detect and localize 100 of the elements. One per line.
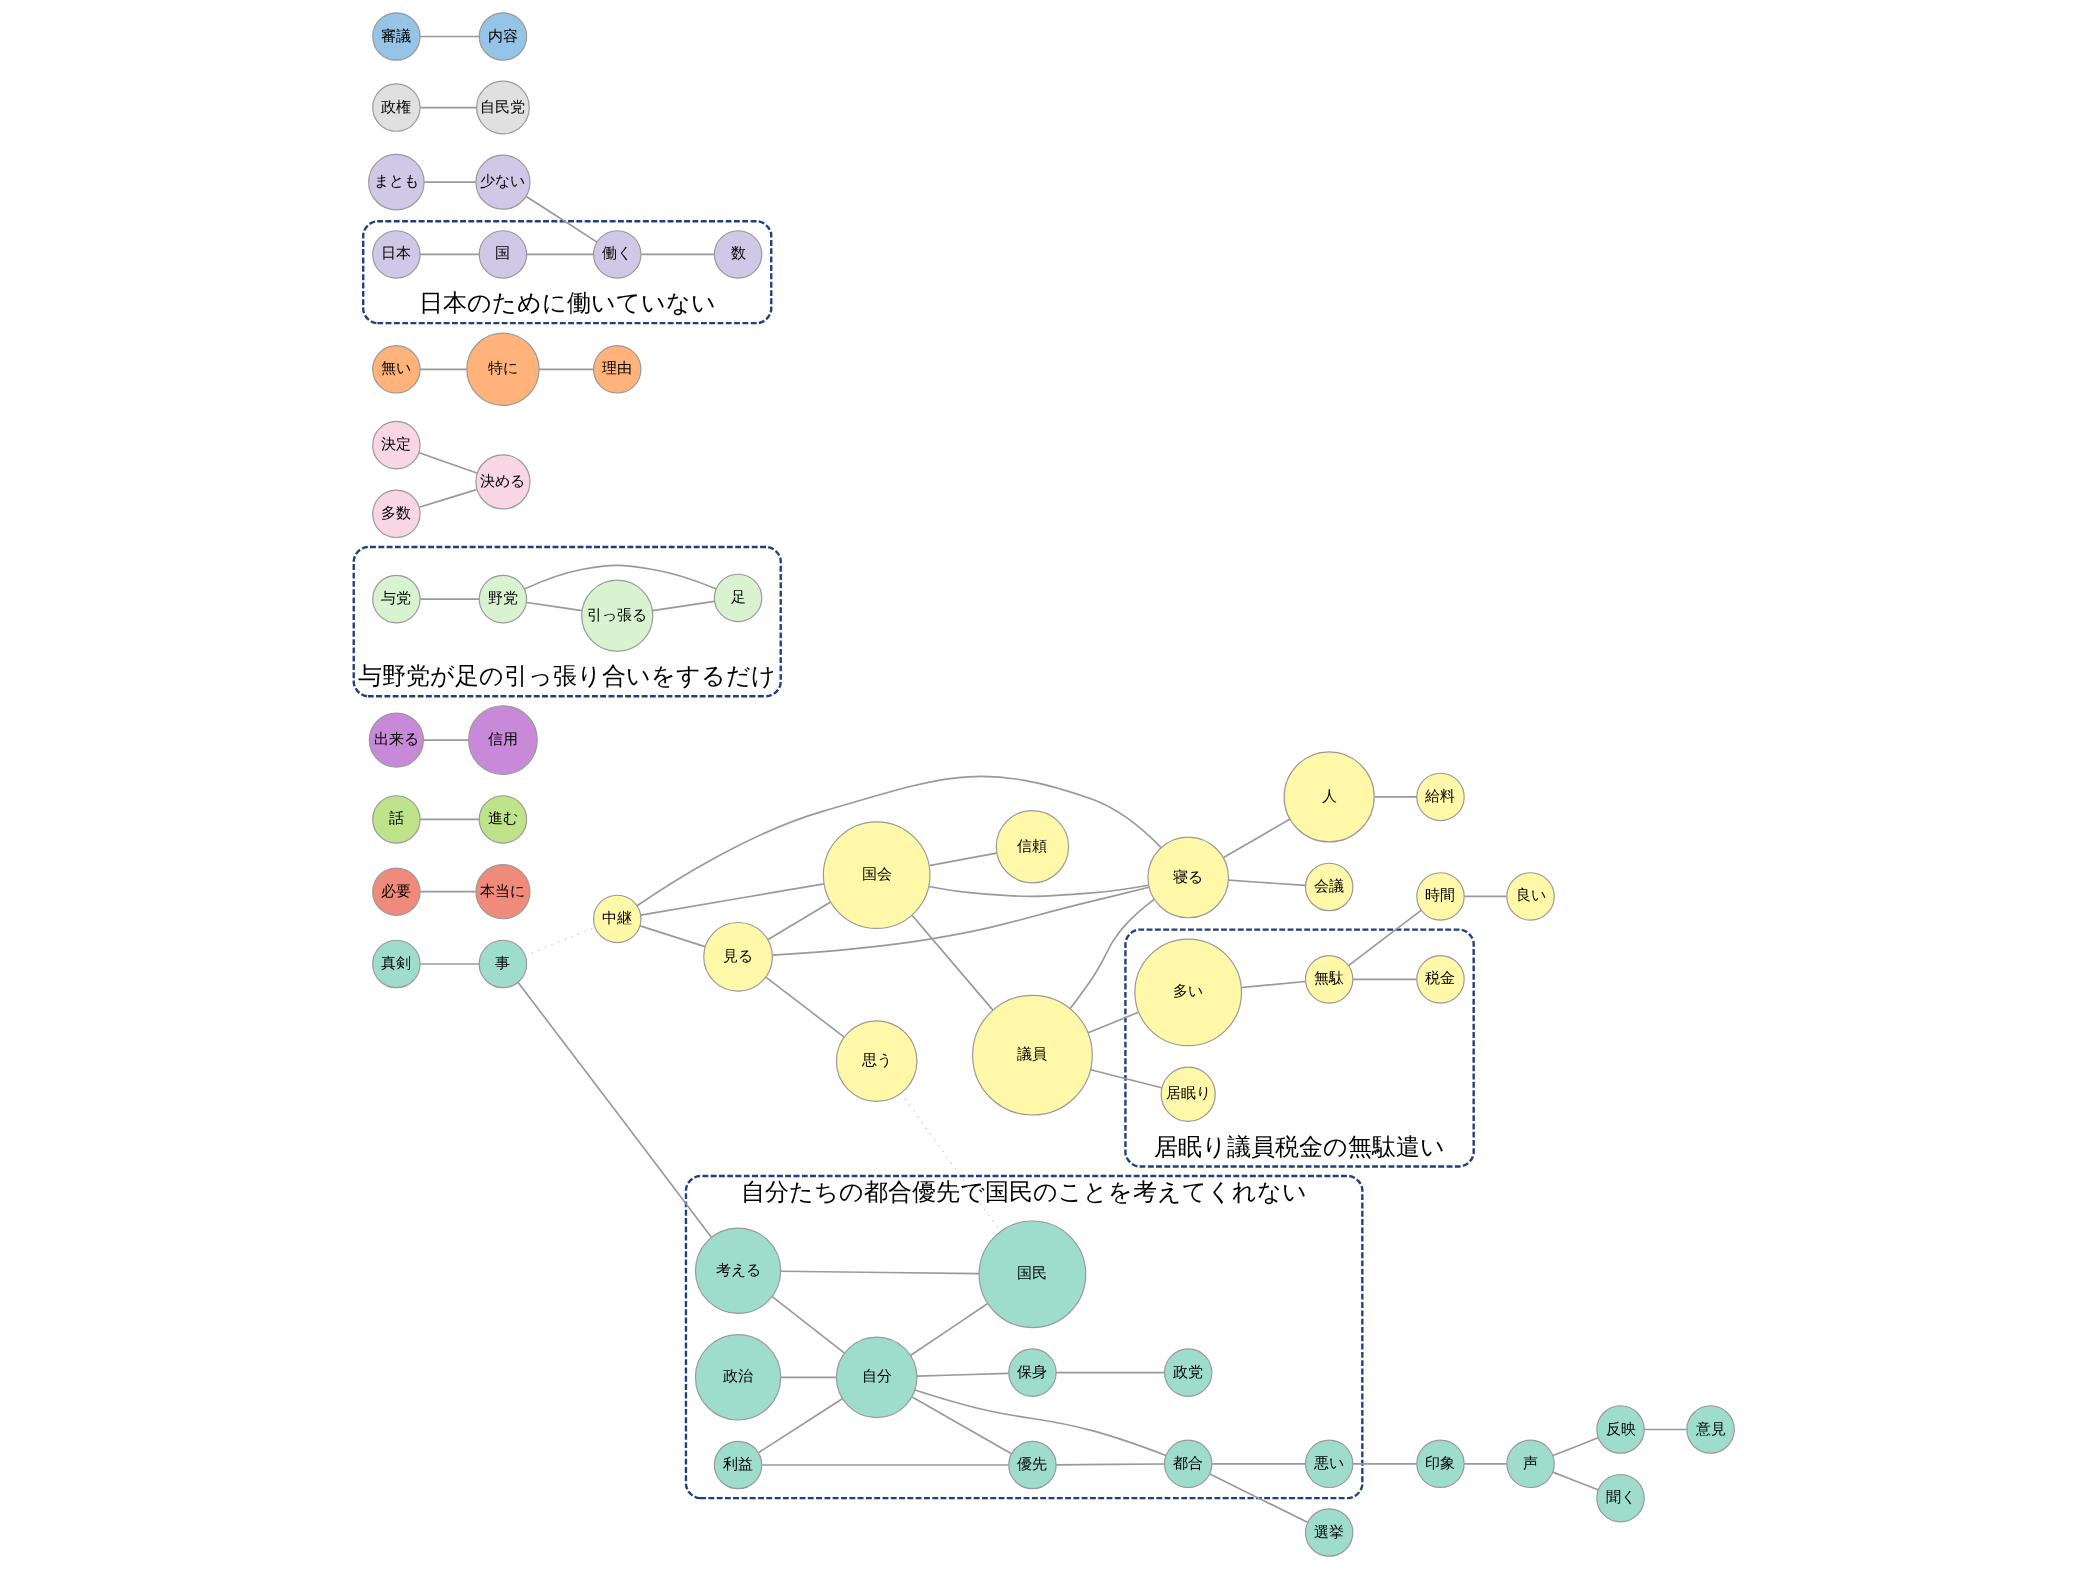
connector	[651, 600, 715, 612]
node-circle: 悪い	[1304, 1439, 1353, 1489]
connector	[1054, 1371, 1165, 1374]
node-circle: 給料	[1415, 772, 1465, 822]
connector	[1068, 898, 1155, 1010]
connector	[537, 368, 594, 371]
connector	[757, 1397, 843, 1454]
connector	[779, 1376, 837, 1379]
node-circle: 思う	[835, 1020, 918, 1102]
node-circle: 国民	[978, 1220, 1086, 1329]
connector	[418, 253, 480, 256]
connector	[525, 253, 594, 256]
connector	[422, 739, 469, 741]
connector	[423, 181, 477, 183]
connector	[779, 1270, 980, 1275]
connector	[1351, 978, 1418, 981]
node-circle: 事	[478, 939, 527, 989]
node-circle: 必要	[371, 867, 421, 916]
connector	[524, 195, 598, 243]
node-circle: 少ない	[474, 154, 531, 210]
connector	[766, 901, 831, 941]
connector	[417, 488, 477, 509]
node-circle: 多数	[371, 489, 421, 539]
connector	[1222, 818, 1291, 859]
node-circle: 日本	[371, 230, 421, 279]
node-circle: 自分	[835, 1336, 918, 1419]
node-circle: 無い	[371, 345, 421, 394]
connector	[1462, 895, 1507, 898]
node-circle: 理由	[592, 345, 642, 394]
connector	[927, 884, 1149, 898]
node-circle: 声	[1505, 1439, 1555, 1489]
connector	[771, 886, 1150, 956]
connector	[760, 1464, 1009, 1466]
node-circle: 数	[713, 230, 762, 279]
connector	[1643, 1428, 1687, 1431]
connector	[1210, 1463, 1306, 1465]
node-circle: 審議	[371, 12, 421, 61]
node-circle: 足	[713, 573, 762, 623]
node-circle: 無駄	[1304, 955, 1353, 1004]
node-circle: 決定	[371, 420, 421, 470]
node-circle: 信頼	[995, 809, 1069, 884]
node-circle: 政権	[371, 83, 421, 132]
node-circle: 信用	[467, 705, 538, 775]
connector	[915, 1372, 1009, 1377]
connector	[1462, 1463, 1507, 1465]
connector	[418, 963, 480, 965]
node-circle: 都合	[1163, 1439, 1212, 1489]
node-circle: 話	[371, 795, 421, 844]
connector	[764, 976, 845, 1038]
connector	[1227, 879, 1306, 887]
connector	[909, 1303, 988, 1357]
connector	[418, 598, 480, 600]
connector	[418, 106, 477, 109]
connector	[418, 818, 480, 821]
node-circle: 選挙	[1304, 1508, 1353, 1557]
node-circle: 進む	[478, 795, 527, 844]
connector	[1054, 1463, 1165, 1466]
node-circle: 働く	[592, 230, 642, 279]
node-circle: 特に	[465, 332, 540, 407]
connector	[525, 601, 583, 612]
connector	[1373, 796, 1417, 798]
connector	[770, 1295, 845, 1354]
node-circle: 与党	[371, 574, 421, 624]
node-circle: 寝る	[1146, 836, 1229, 919]
node-circle: 政党	[1163, 1348, 1212, 1397]
connector	[639, 253, 715, 256]
node-circle: 自民党	[475, 80, 530, 135]
node-circle: 政治	[694, 1334, 781, 1421]
connector	[417, 451, 478, 474]
node-circle: 本当に	[474, 864, 531, 920]
node-circle: 税金	[1415, 955, 1465, 1004]
node-circle: 国	[478, 230, 527, 279]
connector	[523, 564, 717, 590]
node-circle: まとも	[367, 153, 425, 211]
node-circle: 内容	[478, 12, 527, 61]
connector	[1351, 1463, 1418, 1465]
connector	[418, 35, 480, 38]
connector	[635, 775, 1162, 907]
node-circle: 中継	[592, 894, 642, 944]
node-circle: 国会	[822, 821, 931, 929]
node-circle: 利益	[713, 1440, 762, 1490]
node-circle: 決める	[474, 454, 531, 510]
node-circle: 会議	[1304, 862, 1353, 912]
node-circle: 優先	[1007, 1440, 1057, 1490]
connector	[928, 852, 997, 867]
connector	[418, 890, 476, 893]
connector	[1086, 1011, 1139, 1034]
node-circle: 議員	[971, 994, 1093, 1116]
node-circle: 引っ張る	[580, 579, 653, 652]
connector	[418, 368, 467, 371]
connector	[517, 981, 712, 1238]
connector	[1240, 980, 1306, 989]
connector	[1551, 1471, 1599, 1491]
connector	[1208, 1473, 1308, 1524]
node-circle: 野党	[478, 574, 527, 624]
connector	[638, 925, 706, 948]
connector	[1551, 1437, 1599, 1457]
node-circle: 反映	[1595, 1405, 1645, 1454]
node-circle: 見る	[702, 921, 773, 992]
connector	[1347, 909, 1422, 967]
